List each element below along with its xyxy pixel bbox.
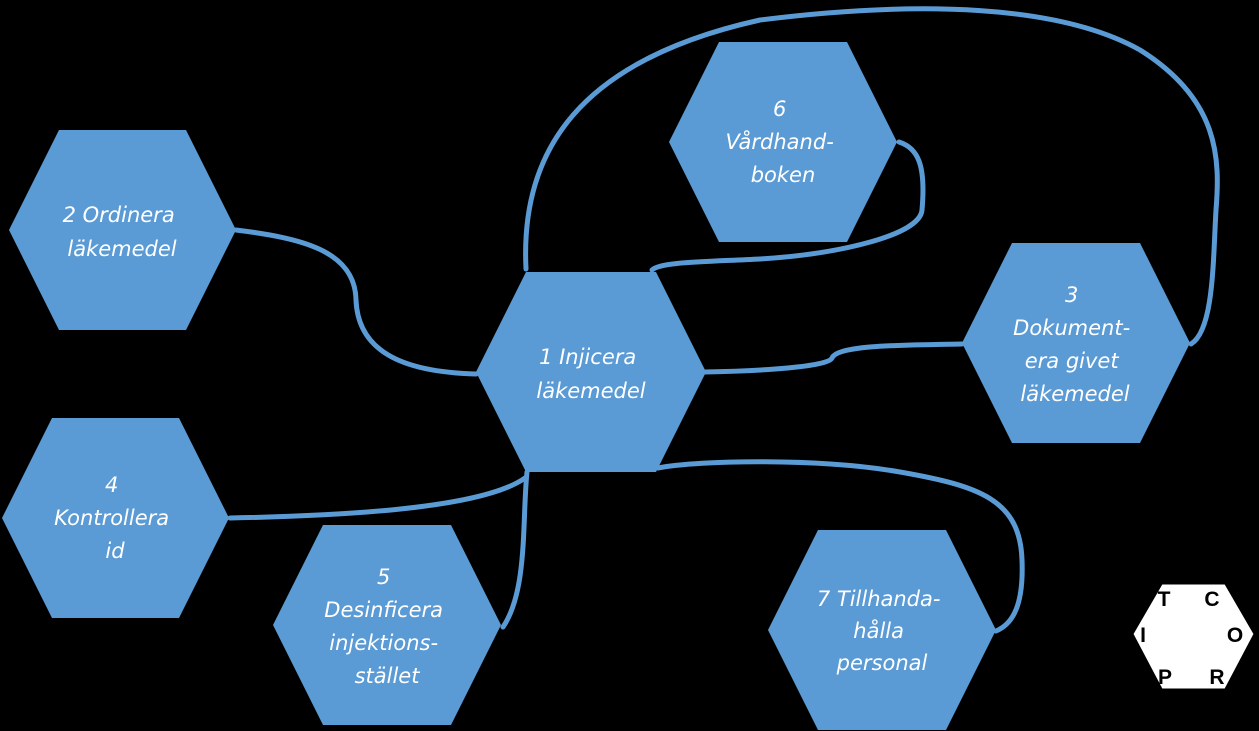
node-7-line-2: hålla (853, 618, 904, 643)
connector-2-to-1 (233, 227, 479, 377)
legend-letter-p: P (1158, 666, 1172, 689)
legend-letter-t: T (1158, 588, 1171, 611)
node-5-line-1: 5 (377, 565, 390, 589)
node-6-label: 6 Vårdhand- boken (726, 97, 841, 187)
node-2: 2 Ordinera läkemedel (9, 130, 236, 330)
node-4-label: 4 Kontrollera id (54, 473, 176, 563)
node-1-line-1: 1 Injicera (539, 345, 636, 369)
legend-letter-i: I (1140, 624, 1146, 647)
node-7-line-1: 7 Tillhanda- (817, 587, 941, 611)
node-5-line-3: injektions- (329, 631, 438, 655)
node-3-line-3: era givet (1025, 349, 1120, 373)
node-3-line-2: Dokument- (1013, 316, 1130, 340)
node-5-label: 5 Desinficera injektions- stället (324, 565, 449, 688)
connector-1-to-7 (655, 459, 1025, 634)
connectors (227, 6, 1220, 634)
node-2-label: 2 Ordinera läkemedel (63, 203, 182, 261)
node-6-line-3: boken (751, 163, 816, 187)
node-7: 7 Tillhanda- hålla personal (768, 530, 996, 730)
legend: T C I O P R (1132, 583, 1255, 690)
node-2-hexagon (9, 130, 236, 330)
node-3-label: 3 Dokument- era givet läkemedel (1013, 283, 1137, 406)
legend-letter-o: O (1227, 624, 1243, 647)
node-2-line-1: 2 Ordinera (63, 203, 175, 227)
node-7-line-3: personal (836, 651, 928, 675)
node-5-hexagon (273, 525, 501, 725)
node-1-label: 1 Injicera läkemedel (536, 345, 645, 403)
node-3-line-4: läkemedel (1020, 382, 1129, 406)
node-5-line-4: stället (355, 664, 421, 688)
node-6-hexagon (669, 42, 897, 242)
node-4-line-3: id (105, 539, 125, 563)
node-3-hexagon (962, 243, 1190, 443)
node-6-line-1: 6 (773, 97, 786, 121)
node-1-line-2: läkemedel (536, 379, 645, 403)
node-6-line-2: Vårdhand- (726, 129, 834, 154)
node-7-hexagon (768, 530, 996, 730)
node-6: 6 Vårdhand- boken (669, 42, 897, 242)
node-4-hexagon (2, 418, 229, 618)
connector-1-to-3 (702, 341, 965, 375)
node-2-line-2: läkemedel (67, 237, 176, 261)
connector-1-to-6 (649, 139, 926, 273)
node-5-line-2: Desinficera (324, 598, 443, 622)
node-4-line-2: Kontrollera (54, 506, 169, 530)
connector-1-to-4 (227, 475, 528, 521)
legend-letter-c: C (1204, 588, 1219, 611)
legend-hexagon (1132, 583, 1255, 690)
node-3-line-1: 3 (1065, 283, 1078, 307)
node-1-hexagon (476, 272, 706, 472)
connector-1-to-3-arc (523, 6, 1220, 347)
legend-letter-r: R (1209, 666, 1224, 689)
node-7-label: 7 Tillhanda- hålla personal (817, 587, 947, 675)
node-1: 1 Injicera läkemedel (476, 272, 706, 472)
node-4-line-1: 4 (105, 473, 118, 497)
node-5: 5 Desinficera injektions- stället (273, 525, 501, 725)
node-3: 3 Dokument- era givet läkemedel (962, 243, 1190, 443)
connector-1-to-5 (500, 469, 530, 630)
node-4: 4 Kontrollera id (2, 418, 229, 618)
